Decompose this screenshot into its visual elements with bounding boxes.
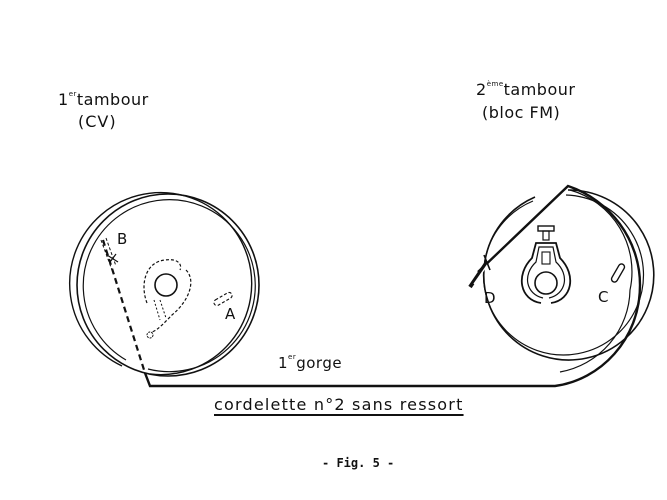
drum-2	[468, 189, 655, 373]
gorge-sup: er	[288, 353, 297, 361]
point-d-label: D	[484, 289, 496, 307]
drum-2-title-sup: ème	[486, 80, 504, 88]
point-a-label: A	[225, 305, 236, 323]
drum-1-title-sup: er	[68, 90, 77, 98]
point-b-label: B	[117, 230, 128, 248]
drum-1-subtitle: (CV)	[78, 112, 117, 131]
cord-dashed-segment	[101, 239, 147, 374]
cord-caption: cordelette n°2 sans ressort	[214, 395, 464, 414]
drum-1-title-prefix: 1	[58, 90, 69, 109]
gorge-prefix: 1	[278, 354, 289, 372]
drum-2-title-main: tambour	[503, 80, 576, 99]
drum-1-title-main: tambour	[76, 90, 149, 109]
gorge-label: 1ergorge	[278, 353, 343, 372]
figure-caption: - Fig. 5 -	[322, 456, 395, 470]
drum-2-subtitle: (bloc FM)	[482, 103, 561, 122]
drum-2-title-prefix: 2	[476, 80, 487, 99]
point-c-label: C	[598, 288, 609, 306]
gorge-main: gorge	[296, 354, 343, 372]
drum-1	[68, 191, 260, 377]
drum-1-title: 1ertambour	[58, 90, 149, 109]
drum-2-title: 2èmetambour	[476, 80, 575, 99]
